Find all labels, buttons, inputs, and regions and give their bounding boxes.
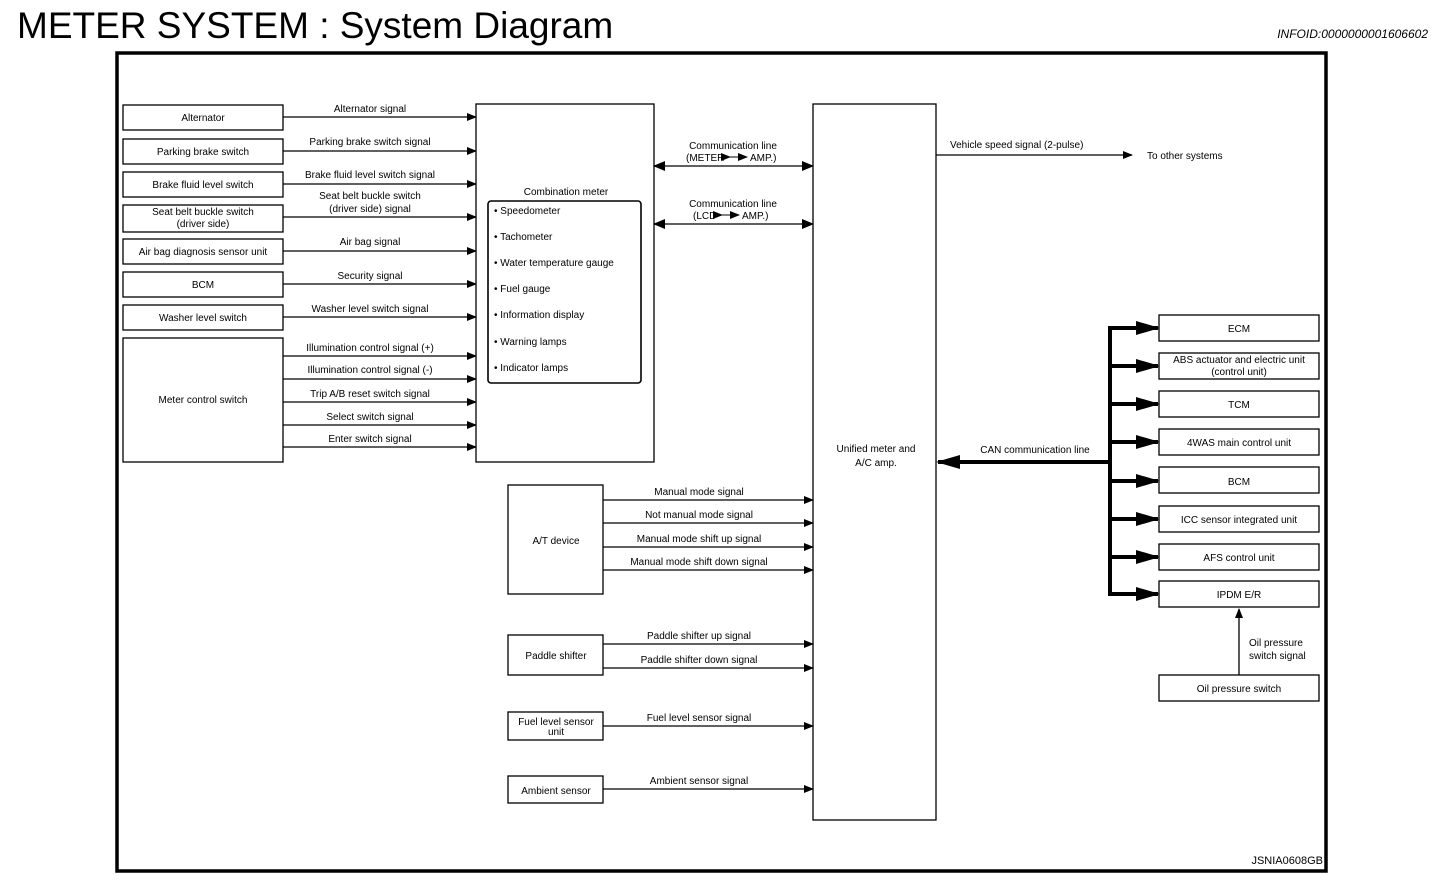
- left-input-1: Parking brake switch Parking brake switc…: [122, 137, 477, 165]
- meter-control-switch-label: Meter control switch: [159, 395, 248, 406]
- at-device-label: A/T device: [532, 536, 579, 547]
- can-unit-icc-label: ICC sensor integrated unit: [1181, 515, 1297, 526]
- figure-code: JSNIA0608GB: [1251, 855, 1323, 867]
- combination-meter-title: Combination meter: [524, 187, 609, 198]
- vehicle-speed-output: Vehicle speed signal (2-pulse) To other …: [936, 140, 1223, 162]
- signal-washer-level: Washer level switch signal: [312, 304, 429, 315]
- comm-line-1-right: AMP.): [750, 153, 777, 164]
- left-input-0: Alternator Alternator signal: [122, 104, 477, 131]
- oil-pressure: Oil pressure switch Oil pressure switch …: [1158, 608, 1320, 702]
- can-unit-afs-label: AFS control unit: [1203, 553, 1274, 564]
- box-air-bag-diagnosis: Air bag diagnosis sensor unit: [139, 247, 268, 258]
- box-alternator: Alternator: [181, 113, 225, 124]
- can-unit-tcm: TCM: [1158, 390, 1320, 418]
- can-unit-abs-line-1: ABS actuator and electric unit: [1173, 355, 1305, 366]
- signal-vehicle-speed: Vehicle speed signal (2-pulse): [950, 140, 1083, 151]
- unified-meter-ac-amp: Unified meter and A/C amp.: [812, 103, 937, 821]
- meter-item-tachometer: • Tachometer: [494, 232, 553, 243]
- info-id: INFOID:0000000001606602: [1277, 27, 1428, 41]
- can-unit-ecm: ECM: [1158, 314, 1320, 342]
- can-unit-tcm-label: TCM: [1228, 400, 1250, 411]
- signal-manual-mode: Manual mode signal: [654, 487, 744, 498]
- box-brake-fluid-level-switch: Brake fluid level switch: [152, 180, 253, 191]
- meter-item-indicator-lamps: • Indicator lamps: [494, 363, 568, 374]
- diagram-frame: [115, 51, 1328, 873]
- unified-meter-line-2: A/C amp.: [855, 458, 897, 469]
- signal-not-manual-mode: Not manual mode signal: [645, 510, 753, 521]
- left-input-3: Seat belt buckle switch (driver side) Se…: [122, 191, 477, 233]
- oil-pressure-switch-label: Oil pressure switch: [1197, 684, 1281, 695]
- signal-parking-brake: Parking brake switch signal: [309, 137, 430, 148]
- can-unit-bcm-label: BCM: [1228, 477, 1250, 488]
- signal-air-bag: Air bag signal: [340, 237, 401, 248]
- page-title: METER SYSTEM : System Diagram: [17, 5, 614, 46]
- communication-line-meter: Communication line (METER AMP.): [653, 141, 814, 171]
- fuel-level-sensor-unit: Fuel level sensor unit Fuel level sensor…: [507, 711, 814, 741]
- box-parking-brake-switch: Parking brake switch: [157, 147, 249, 158]
- left-input-4: Air bag diagnosis sensor unit Air bag si…: [122, 237, 477, 265]
- comm-line-2-right: AMP.): [742, 211, 769, 222]
- meter-item-info-display: • Information display: [494, 310, 584, 321]
- comm-line-2-title: Communication line: [689, 199, 777, 210]
- can-unit-afs: AFS control unit: [1158, 543, 1320, 571]
- comm-line-1-title: Communication line: [689, 141, 777, 152]
- meter-item-speedometer: • Speedometer: [494, 206, 561, 217]
- signal-paddle-up: Paddle shifter up signal: [647, 631, 751, 642]
- left-input-6: Washer level switch Washer level switch …: [122, 304, 477, 331]
- signal-select-switch: Select switch signal: [326, 412, 413, 423]
- paddle-shifter: Paddle shifter Paddle shifter up signal …: [507, 631, 814, 676]
- at-device: A/T device Manual mode signal Not manual…: [507, 484, 814, 595]
- can-unit-icc: ICC sensor integrated unit: [1158, 505, 1320, 533]
- signal-paddle-down: Paddle shifter down signal: [641, 655, 758, 666]
- box-washer-level-switch: Washer level switch: [159, 313, 247, 324]
- fuel-level-sensor-line-2: unit: [548, 727, 564, 738]
- communication-line-lcd: Communication line (LCD AMP.): [653, 199, 814, 229]
- box-seat-belt-line-2: (driver side): [177, 219, 230, 230]
- box-bcm-left: BCM: [192, 280, 214, 291]
- signal-illumination-minus: Illumination control signal (-): [307, 365, 432, 376]
- meter-control-switch: Meter control switch Illumination contro…: [122, 337, 477, 463]
- can-unit-4was: 4WAS main control unit: [1158, 428, 1320, 456]
- signal-fuel-level: Fuel level sensor signal: [647, 713, 752, 724]
- unified-meter-line-1: Unified meter and: [837, 444, 916, 455]
- can-unit-ipdm-label: IPDM E/R: [1217, 590, 1261, 601]
- can-unit-4was-label: 4WAS main control unit: [1187, 438, 1291, 449]
- signal-security: Security signal: [337, 271, 402, 282]
- comm-line-1-left: (METER: [686, 153, 724, 164]
- ambient-sensor-label: Ambient sensor: [521, 786, 591, 797]
- box-seat-belt-line-1: Seat belt buckle switch: [152, 207, 254, 218]
- left-input-5: BCM Security signal: [122, 271, 477, 298]
- signal-brake-fluid: Brake fluid level switch signal: [305, 170, 435, 181]
- signal-shift-up: Manual mode shift up signal: [637, 534, 762, 545]
- can-line-label: CAN communication line: [980, 445, 1090, 456]
- signal-enter-switch: Enter switch signal: [328, 434, 411, 445]
- can-unit-ipdm: IPDM E/R: [1158, 580, 1320, 608]
- oil-pressure-signal-line-1: Oil pressure: [1249, 638, 1303, 649]
- meter-item-fuel-gauge: • Fuel gauge: [494, 284, 551, 295]
- can-unit-bcm: BCM: [1158, 466, 1320, 494]
- oil-pressure-signal-line-2: switch signal: [1249, 651, 1306, 662]
- meter-item-warning-lamps: • Warning lamps: [494, 337, 567, 348]
- signal-illumination-plus: Illumination control signal (+): [306, 343, 434, 354]
- can-unit-abs-line-2: (control unit): [1211, 367, 1267, 378]
- meter-item-water-temp: • Water temperature gauge: [494, 258, 614, 269]
- paddle-shifter-label: Paddle shifter: [525, 651, 587, 662]
- to-other-systems: To other systems: [1147, 151, 1223, 162]
- can-unit-ecm-label: ECM: [1228, 324, 1250, 335]
- combination-meter: Combination meter • Speedometer • Tachom…: [475, 103, 655, 463]
- fuel-level-sensor-line-1: Fuel level sensor: [518, 717, 594, 728]
- can-bus: CAN communication line: [936, 321, 1160, 601]
- comm-line-2-left: (LCD: [693, 211, 716, 222]
- signal-ambient: Ambient sensor signal: [650, 776, 748, 787]
- can-unit-abs: ABS actuator and electric unit (control …: [1158, 352, 1320, 380]
- left-input-2: Brake fluid level switch Brake fluid lev…: [122, 170, 477, 198]
- signal-trip-reset: Trip A/B reset switch signal: [310, 389, 430, 400]
- signal-seat-belt-line-2: (driver side) signal: [329, 204, 411, 215]
- ambient-sensor: Ambient sensor Ambient sensor signal: [507, 775, 814, 804]
- signal-seat-belt-line-1: Seat belt buckle switch: [319, 191, 421, 202]
- signal-shift-down: Manual mode shift down signal: [630, 557, 767, 568]
- signal-alternator: Alternator signal: [334, 104, 406, 115]
